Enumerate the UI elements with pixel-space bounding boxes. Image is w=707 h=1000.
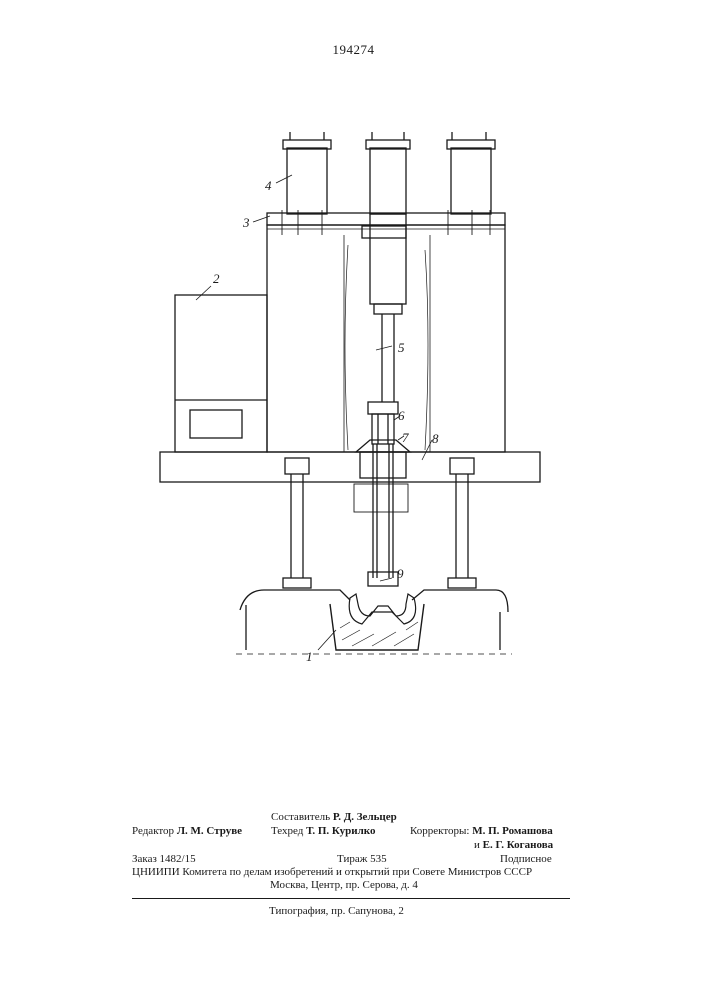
institute: ЦНИИПИ Комитета по делам изобретений и о…: [132, 865, 532, 879]
feeding-tube: [368, 444, 398, 586]
corrector-2-line: и Е. Г. Коганова: [474, 838, 553, 852]
ladle: [330, 594, 424, 650]
label-3: 3: [242, 215, 250, 230]
compiler-line: Составитель Р. Д. Зельцер: [271, 810, 397, 824]
label-1: 1: [306, 649, 313, 664]
upper-cylinders: [283, 132, 495, 214]
footer-divider: [132, 898, 570, 899]
techred-line: Техред Т. П. Курилко: [271, 824, 375, 838]
editor-name: Л. М. Струве: [177, 825, 242, 837]
control-cabinet: [175, 295, 267, 452]
label-8: 8: [432, 431, 439, 446]
editor-line: Редактор Л. М. Струве: [132, 824, 242, 838]
main-housing: [267, 225, 505, 452]
corrector-2: Е. Г. Коганова: [483, 839, 554, 851]
label-5: 5: [398, 340, 405, 355]
figure-labels: 1 2 3 4 5 6 7 8 9: [213, 178, 439, 664]
techred-label: Техред: [271, 825, 303, 837]
subscription: Подписное: [500, 852, 552, 866]
label-6: 6: [398, 408, 405, 423]
compiler-name: Р. Д. Зельцер: [333, 811, 397, 823]
order-number: Заказ 1482/15: [132, 852, 196, 866]
foundation: [236, 590, 512, 654]
address: Москва, Центр, пр. Серова, д. 4: [270, 878, 418, 892]
compiler-label: Составитель: [271, 811, 330, 823]
techred-name: Т. П. Курилко: [306, 825, 375, 837]
corrector-1: М. П. Ромашова: [472, 825, 553, 837]
corrector-2-prefix: и: [474, 839, 480, 851]
label-9: 9: [397, 566, 404, 581]
correctors-line: Корректоры: М. П. Ромашова: [410, 824, 553, 838]
circulation: Тираж 535: [337, 852, 387, 866]
label-7: 7: [402, 430, 409, 445]
label-4: 4: [265, 178, 272, 193]
printing-house: Типография, пр. Сапунова, 2: [269, 904, 404, 918]
correctors-label: Корректоры:: [410, 825, 469, 837]
table-platform: [160, 452, 540, 512]
editor-label: Редактор: [132, 825, 174, 837]
label-2: 2: [213, 271, 220, 286]
central-cylinder: [362, 214, 406, 402]
